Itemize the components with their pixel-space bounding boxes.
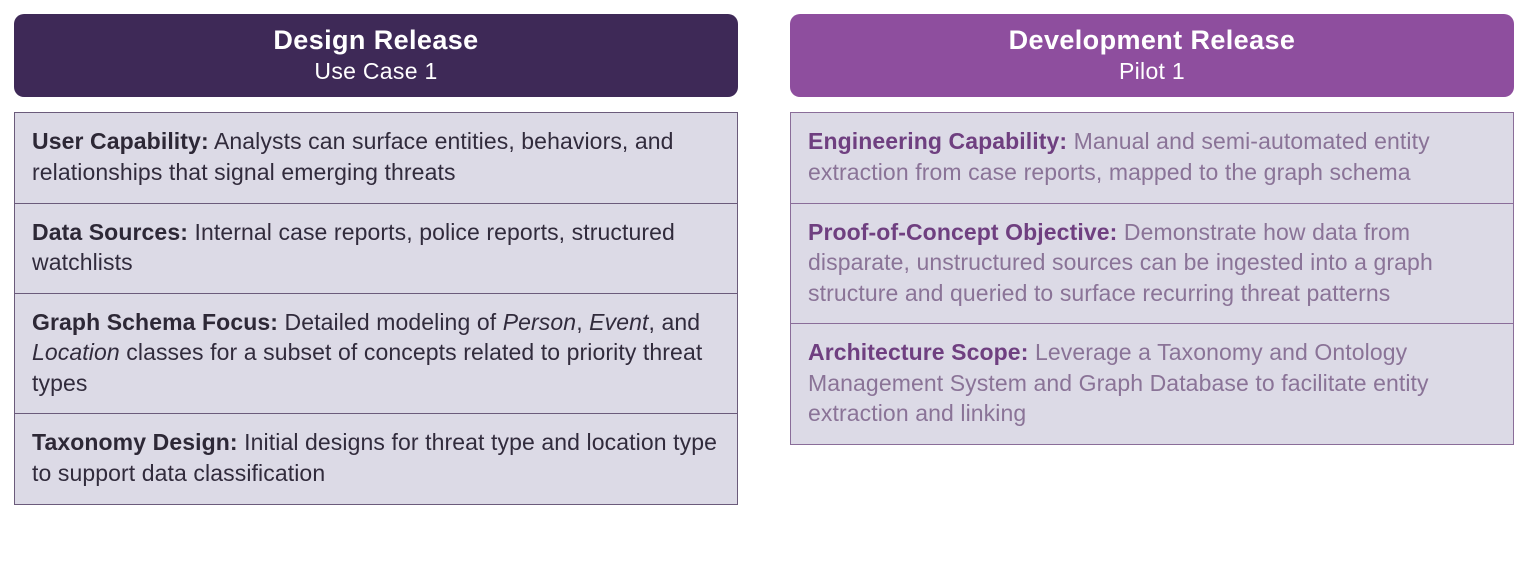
row-text-italic: Event [589, 308, 649, 335]
row-text: Leverage a Taxonomy and Ontology Managem… [808, 339, 1429, 427]
row-label: Data Sources: [32, 218, 188, 245]
development-release-subtitle: Pilot 1 [1118, 57, 1186, 84]
row-text-italic: Location [32, 339, 120, 366]
row-text: , [576, 308, 590, 335]
design-release-subtitle: Use Case 1 [314, 57, 438, 84]
design-release-header: Design Release Use Case 1 [14, 14, 738, 98]
row-text: Detailed modeling of [278, 308, 503, 335]
row-text: Analysts can surface entities, behaviors… [32, 128, 674, 185]
row-label: Graph Schema Focus: [32, 308, 279, 335]
design-release-card: User Capability: Analysts can surface en… [14, 112, 738, 505]
development-release-column: Development Release Pilot 1 Engineering … [790, 14, 1514, 445]
design-release-column: Design Release Use Case 1 User Capabilit… [14, 14, 738, 505]
development-release-header: Development Release Pilot 1 [790, 14, 1514, 98]
card-row: Proof-of-Concept Objective: Demonstrate … [791, 202, 1513, 324]
development-release-title: Development Release [1008, 25, 1296, 55]
row-text-italic: Person [502, 308, 577, 335]
card-row: User Capability: Analysts can surface en… [15, 113, 737, 202]
design-release-title: Design Release [273, 25, 479, 55]
row-text: classes for a subset of concepts related… [32, 339, 703, 396]
row-label: Proof-of-Concept Objective: [808, 218, 1118, 245]
row-text: Manual and semi-automated entity extract… [808, 128, 1430, 185]
card-row: Graph Schema Focus: Detailed modeling of… [15, 292, 737, 414]
row-text: Internal case reports, police reports, s… [32, 218, 675, 276]
row-text: , and [648, 308, 701, 335]
row-text: Initial designs for threat type and loca… [32, 429, 717, 486]
row-label: Taxonomy Design: [32, 429, 238, 456]
card-row: Architecture Scope: Leverage a Taxonomy … [791, 323, 1513, 444]
row-label: Architecture Scope: [808, 339, 1029, 366]
card-row: Data Sources: Internal case reports, pol… [15, 202, 737, 293]
card-row: Taxonomy Design: Initial designs for thr… [15, 413, 737, 503]
row-label: Engineering Capability: [808, 128, 1068, 155]
row-text: Demonstrate how data from disparate, uns… [808, 218, 1433, 306]
card-row: Engineering Capability: Manual and semi-… [791, 113, 1513, 202]
row-label: User Capability: [32, 128, 209, 155]
development-release-card: Engineering Capability: Manual and semi-… [790, 112, 1514, 445]
